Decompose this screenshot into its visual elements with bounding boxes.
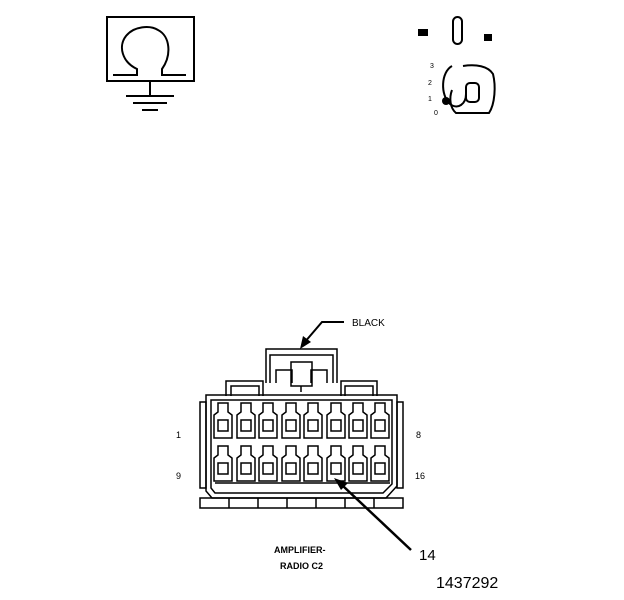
pin-end-bottom: 16: [415, 471, 425, 481]
pin-cavity: [281, 445, 301, 482]
key-position-1: 1: [428, 96, 432, 103]
pin-cavity: [258, 445, 278, 482]
pin-cavity: [348, 402, 368, 439]
pin-cavity: [348, 445, 368, 482]
pin-cavity: [281, 402, 301, 439]
pin-cavity: [303, 445, 323, 482]
pin-cavity: [370, 402, 390, 439]
pin-cavity: [370, 445, 390, 482]
pin-cavity: [213, 402, 233, 439]
pin-callout-number: 14: [419, 547, 436, 564]
pin-callout: 14: [334, 478, 436, 564]
connector-name-line1: AMPLIFIER-: [274, 545, 326, 555]
connector-face: [199, 348, 404, 509]
pin-cavity: [303, 402, 323, 439]
wire-color-label: BLACK: [352, 318, 385, 329]
pin-cavity: [258, 402, 278, 439]
pin-cavity: [326, 402, 346, 439]
ignition-key-off-icon: 3 2 1 0: [418, 16, 496, 117]
pin-cavity: [326, 445, 346, 482]
pin-cavities: [213, 402, 390, 482]
pin-cavity: [213, 445, 233, 482]
key-position-0: 0: [434, 110, 438, 117]
key-position-2: 2: [428, 80, 432, 87]
wire-color-callout: BLACK: [300, 318, 385, 349]
key-position-3: 3: [430, 63, 434, 70]
ohmmeter-ground-icon: [106, 16, 195, 111]
pin-cavity: [236, 445, 256, 482]
pin-start-top: 1: [176, 430, 181, 440]
pin-start-bottom: 9: [176, 471, 181, 481]
figure-id: 1437292: [436, 575, 498, 592]
pin-end-top: 8: [416, 430, 421, 440]
pin-cavity: [236, 402, 256, 439]
connector-name-line2: RADIO C2: [280, 561, 323, 571]
